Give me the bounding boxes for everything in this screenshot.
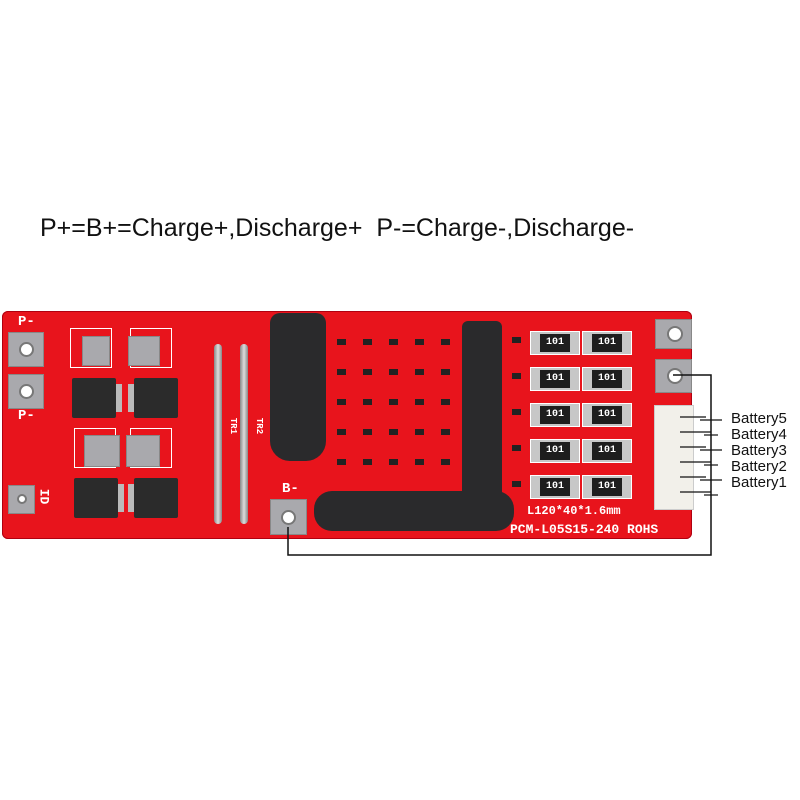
b-wire [287,374,712,556]
smd-component [337,399,346,405]
smd-component [441,399,450,405]
b-minus-label: B- [282,481,299,497]
smd-component [415,369,424,375]
resistor: 101 [582,331,632,355]
resistor: 101 [530,439,580,463]
p-minus-label-2: P- [18,408,35,424]
smd-component [512,337,521,343]
resistor: 101 [582,439,632,463]
smd-component [415,429,424,435]
battery-label: Battery2 [731,458,787,475]
wiring-caption: P+=B+=Charge+,Discharge+ P-=Charge-,Disc… [40,214,635,242]
smd-component [512,409,521,415]
resistor-code: 101 [592,334,622,352]
smd-component [337,339,346,345]
b-plus-pad [655,319,692,349]
mosfet [74,478,124,518]
smd-component [415,459,424,465]
smd-component [415,339,424,345]
battery-label: Battery5 [731,410,787,427]
smd-component [337,459,346,465]
resistor: 101 [582,367,632,391]
smd-component [389,429,398,435]
resistor-code: 101 [592,478,622,496]
resistor-code: 101 [592,442,622,460]
footprint [70,328,112,368]
resistor-code: 101 [540,478,570,496]
smd-component [363,429,372,435]
smd-component [363,369,372,375]
battery-label: Battery4 [731,426,787,443]
smd-component [441,459,450,465]
resistor: 101 [530,331,580,355]
resistor: 101 [530,475,580,499]
p-minus-pad-1 [8,332,44,367]
resistor: 101 [530,403,580,427]
shunt-rod-1 [214,344,222,524]
smd-component [441,429,450,435]
id-pad [8,485,35,514]
potting-compound [314,491,514,531]
b-plus-pad-2 [655,359,692,393]
solder-pad [82,336,110,366]
smd-component [512,481,521,487]
model-label: PCM-L05S15-240 ROHS [510,522,659,537]
shunt-rod-2 [240,344,248,524]
potting-compound [462,321,502,501]
resistor: 101 [530,367,580,391]
smd-component [441,369,450,375]
resistor-code: 101 [540,406,570,424]
smd-component [389,459,398,465]
mosfet [72,378,122,418]
p-minus-pad-2 [8,374,44,409]
battery-label: Battery1 [731,474,787,491]
battery-cells [680,416,722,496]
smd-component [363,459,372,465]
smd-component [363,339,372,345]
smd-component [389,399,398,405]
battery-label: Battery3 [731,442,787,459]
smd-component [512,373,521,379]
potting-compound [270,313,326,461]
dimensions-label: L120*40*1.6mm [527,504,621,518]
resistor-code: 101 [540,334,570,352]
solder-pad [84,435,120,467]
resistor-code: 101 [540,442,570,460]
resistor: 101 [582,475,632,499]
smd-component [415,399,424,405]
smd-component [389,369,398,375]
resistor-code: 101 [592,370,622,388]
resistor-code: 101 [540,370,570,388]
smd-component [337,369,346,375]
resistor-code: 101 [592,406,622,424]
smd-component [512,445,521,451]
solder-pad [128,336,160,366]
resistor: 101 [582,403,632,427]
mosfet [128,478,178,518]
mosfet [128,378,178,418]
smd-component [441,339,450,345]
solder-pad [126,435,160,467]
smd-component [337,429,346,435]
smd-component [363,399,372,405]
smd-component [389,339,398,345]
p-minus-label: P- [18,314,35,330]
